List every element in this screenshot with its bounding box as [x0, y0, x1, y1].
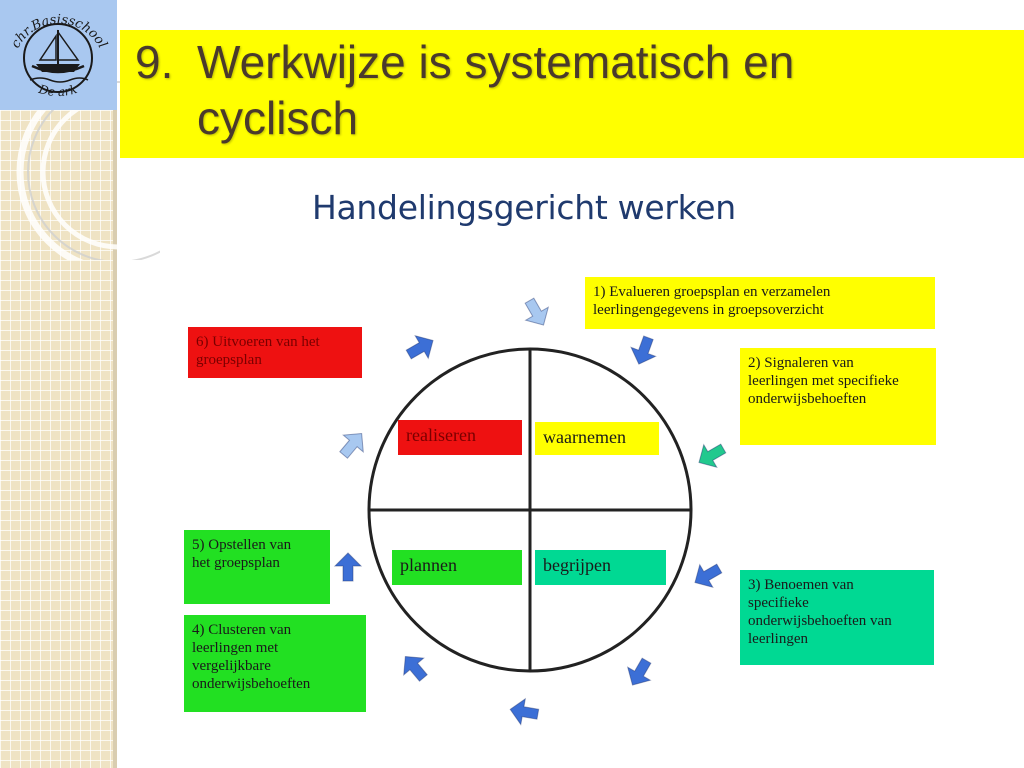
title-number: 9. — [135, 36, 174, 88]
title-line-1: Werkwijze is systematisch en — [197, 36, 795, 88]
quadrant-plannen: plannen — [392, 550, 522, 585]
step-1-line: 1) Evalueren groepsplan en verzamelen — [593, 284, 831, 300]
step-1-line: leerlingengegevens in groepsoverzicht — [593, 302, 824, 318]
cycle-arrow-icon — [509, 697, 540, 726]
diagram-title: Handelingsgericht werken — [312, 188, 736, 227]
step-6-box: 6) Uitvoeren van het groepsplan — [188, 327, 362, 378]
cycle-arrow-icon — [698, 443, 727, 469]
cycle-arrow-icon — [630, 335, 657, 365]
sidebar-edge — [113, 0, 117, 768]
step-5-line: het groepsplan — [192, 555, 280, 571]
step-5-line: 5) Opstellen van — [192, 537, 292, 553]
step-2-line: leerlingen met specifieke — [748, 373, 899, 389]
title-highlight — [120, 30, 1024, 158]
title-line-2: cyclisch — [197, 92, 359, 144]
step-5-box: 5) Opstellen van het groepsplan — [184, 530, 330, 604]
step-6-line: groepsplan — [196, 352, 262, 368]
step-4-line: leerlingen met — [192, 640, 279, 656]
cycle-arrow-icon — [405, 334, 434, 360]
step-4-box: 4) Clusteren van leerlingen met vergelij… — [184, 615, 366, 712]
cycle-arrow-icon — [339, 432, 364, 459]
step-3-box: 3) Benoemen van specifieke onderwijsbeho… — [740, 570, 934, 665]
quadrant-realiseren: realiseren — [398, 420, 522, 455]
cycle-arrow-icon — [626, 657, 652, 686]
decorative-rings — [16, 70, 160, 260]
step-4-line: 4) Clusteren van — [192, 622, 292, 638]
slide-title: 9. Werkwijze is systematisch en cyclisch — [135, 34, 794, 146]
quadrant-waarnemen: waarnemen — [535, 422, 659, 455]
step-4-line: onderwijsbehoeften — [192, 676, 311, 692]
school-logo: chr.Basisschool De ark — [0, 0, 117, 110]
step-1-box: 1) Evalueren groepsplan en verzamelen le… — [585, 277, 935, 329]
svg-text:De ark: De ark — [36, 82, 79, 99]
cycle-arrow-icon — [694, 563, 723, 589]
logo-bottom-text: De ark — [36, 82, 79, 99]
step-4-line: vergelijkbare — [192, 658, 271, 674]
quadrant-begrijpen: begrijpen — [535, 550, 666, 585]
cycle-arrow-icon — [403, 655, 428, 682]
cycle-arrow-icon — [333, 552, 363, 582]
step-3-line: specifieke — [748, 595, 809, 611]
step-3-line: 3) Benoemen van — [748, 577, 854, 593]
step-2-box: 2) Signaleren van leerlingen met specifi… — [740, 348, 936, 445]
step-3-line: onderwijsbehoeften van — [748, 613, 892, 629]
cycle-arrow-icon — [524, 297, 550, 326]
step-3-line: leerlingen — [748, 631, 808, 647]
step-2-line: 2) Signaleren van — [748, 355, 854, 371]
step-6-line: 6) Uitvoeren van het — [196, 334, 320, 350]
step-2-line: onderwijsbehoeften — [748, 391, 867, 407]
